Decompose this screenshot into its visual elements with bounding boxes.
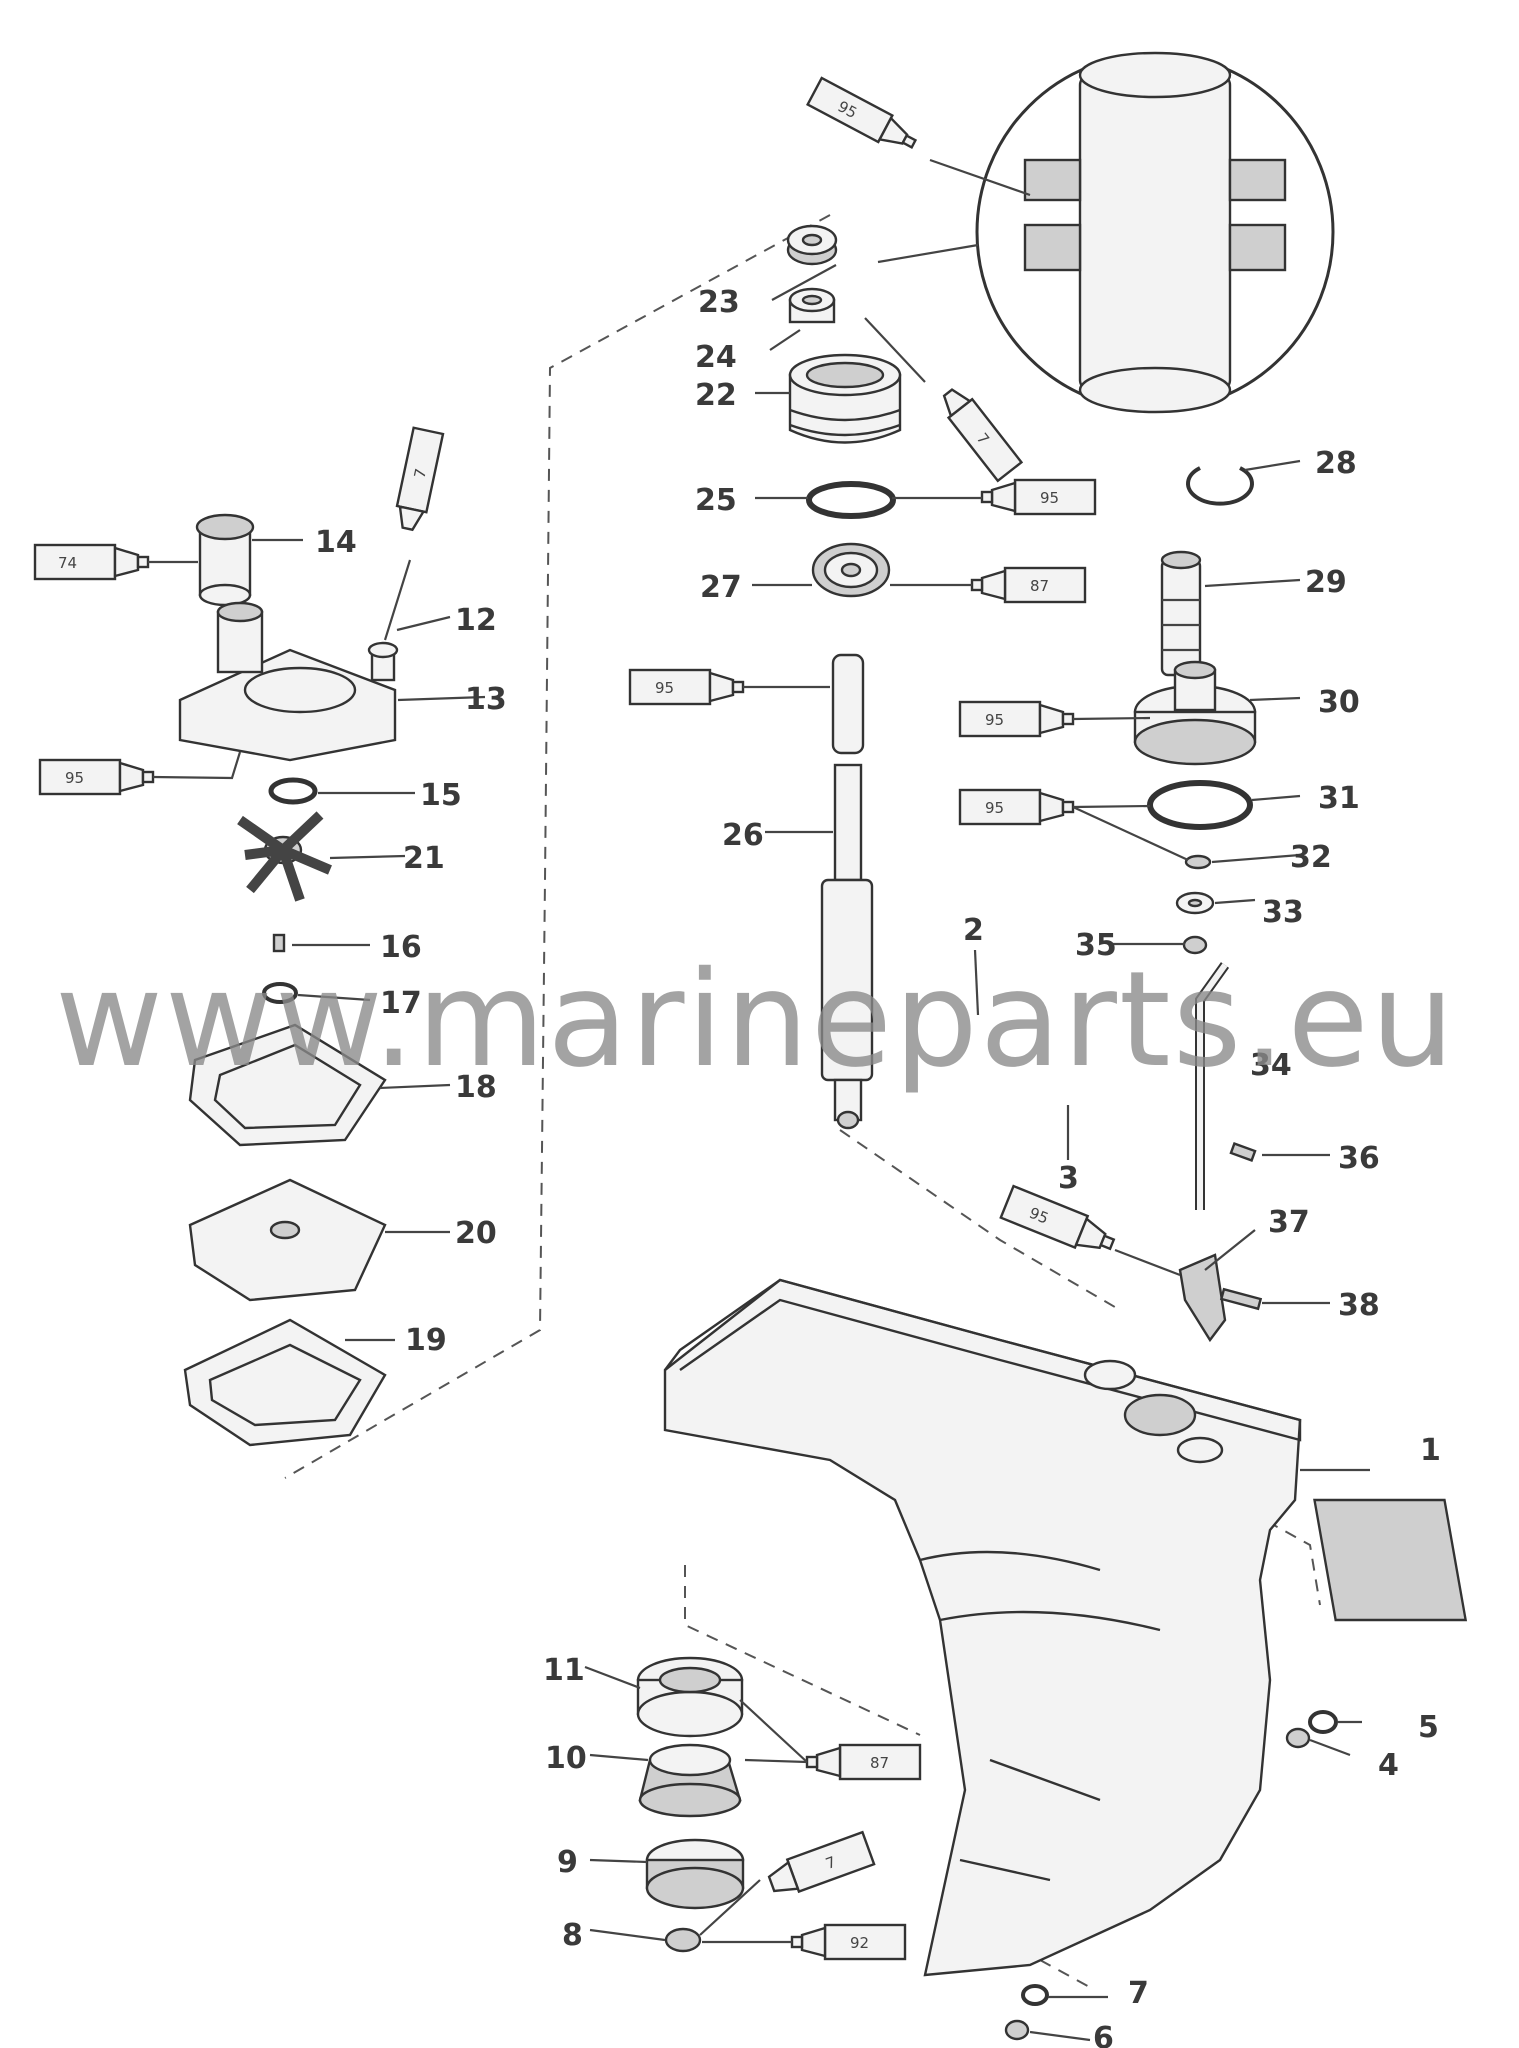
callout-22: 22	[695, 378, 737, 413]
callout-11: 11	[543, 1653, 585, 1688]
tube-30: 95	[958, 700, 1075, 738]
leader-lines	[252, 264, 1370, 2042]
svg-text:95: 95	[65, 769, 84, 787]
callout-6: 6	[1093, 2021, 1114, 2048]
callout-numbers: 1 2 3 4 5 6 7 8 9 10 11 12 13 14 15 16 1…	[315, 285, 1441, 2048]
callout-21: 21	[403, 841, 445, 876]
callout-19: 19	[405, 1323, 447, 1358]
svg-text:7: 7	[411, 467, 431, 480]
callout-34: 34	[1250, 1048, 1292, 1083]
callout-7: 7	[1128, 1976, 1149, 2011]
callout-5: 5	[1418, 1710, 1439, 1745]
svg-text:74: 74	[58, 554, 77, 572]
callout-36: 36	[1338, 1141, 1380, 1176]
callout-29: 29	[1305, 565, 1347, 600]
water-pump-parts	[178, 513, 399, 1447]
callout-12: 12	[455, 603, 497, 638]
svg-text:95: 95	[985, 799, 1004, 817]
tube-26: 95	[628, 668, 745, 706]
callout-24: 24	[695, 340, 737, 375]
callout-23: 23	[698, 285, 740, 320]
callout-25: 25	[695, 483, 737, 518]
tube-27: 87	[970, 566, 1087, 604]
tube-14: 74	[33, 543, 150, 581]
tube-8: 92	[790, 1923, 907, 1961]
callout-27: 27	[700, 570, 742, 605]
callout-28: 28	[1315, 446, 1357, 481]
callout-13: 13	[465, 682, 507, 717]
callout-26: 26	[722, 818, 764, 853]
tube-12: 7	[395, 426, 445, 532]
callout-8: 8	[562, 1918, 583, 1953]
callout-38: 38	[1338, 1288, 1380, 1323]
seal-detail-inset	[877, 51, 1335, 414]
impeller	[237, 811, 332, 902]
tube-37: 95	[999, 1184, 1116, 1251]
callout-16: 16	[380, 930, 422, 965]
callout-18: 18	[455, 1070, 497, 1105]
callout-14: 14	[315, 525, 357, 560]
tube-31: 95	[958, 788, 1075, 826]
callout-2: 2	[963, 913, 984, 948]
callout-10: 10	[545, 1741, 587, 1776]
tube-13: 95	[38, 758, 155, 796]
callout-33: 33	[1262, 895, 1304, 930]
callout-3: 3	[1058, 1161, 1079, 1196]
tube-detail: 95	[806, 76, 918, 149]
svg-text:95: 95	[985, 711, 1004, 729]
tube-10: 87	[805, 1743, 922, 1781]
callout-4: 4	[1378, 1748, 1399, 1783]
callout-30: 30	[1318, 685, 1360, 720]
gear-parts	[636, 1656, 1338, 2041]
tube-24: 7	[942, 388, 1024, 483]
svg-text:95: 95	[1040, 489, 1059, 507]
callout-35: 35	[1075, 928, 1117, 963]
lubricant-tubes: 95 7 7 74 95	[33, 76, 1189, 1961]
upper-shaft-parts	[786, 224, 902, 1130]
svg-text:92: 92	[850, 1934, 869, 1952]
callout-20: 20	[455, 1216, 497, 1251]
callout-15: 15	[420, 778, 462, 813]
callout-9: 9	[557, 1845, 578, 1880]
watermark: www.marineparts.eu	[55, 943, 1456, 1097]
callout-37: 37	[1268, 1205, 1310, 1240]
svg-text:95: 95	[1027, 1204, 1051, 1228]
callout-32: 32	[1290, 840, 1332, 875]
shift-parts	[1133, 466, 1263, 1343]
callout-31: 31	[1318, 781, 1360, 816]
tube-25: 95	[980, 478, 1097, 516]
gearcase-housing	[663, 1278, 1468, 1977]
tube-9: 7	[767, 1830, 876, 1894]
svg-text:87: 87	[870, 1754, 889, 1772]
svg-text:87: 87	[1030, 577, 1049, 595]
callout-1: 1	[1420, 1433, 1441, 1468]
svg-text:95: 95	[655, 679, 674, 697]
callout-17: 17	[380, 986, 422, 1021]
